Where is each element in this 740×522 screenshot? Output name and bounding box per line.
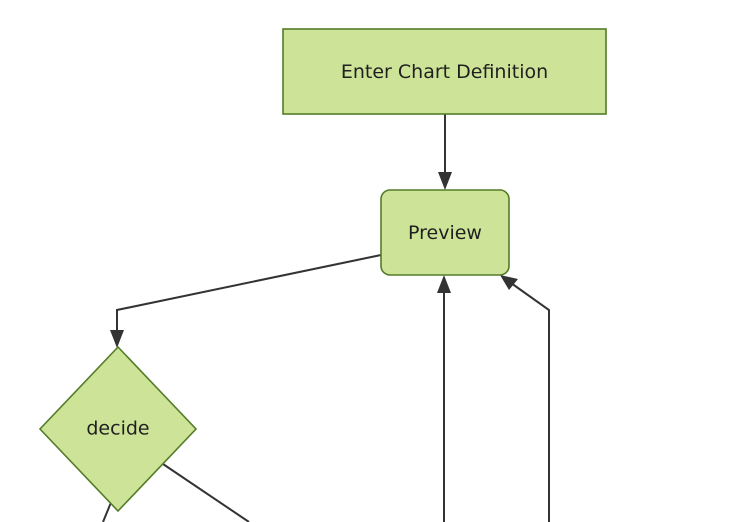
- node-shape-rect[interactable]: [282, 28, 607, 115]
- edge-line: [116, 254, 382, 334]
- arrowhead-icon: [500, 275, 518, 290]
- arrowhead-icon: [437, 275, 451, 293]
- node-enter-chart-definition[interactable]: Enter Chart Definition: [282, 28, 607, 115]
- edge-line: [159, 461, 250, 522]
- node-shape-rounded-rect[interactable]: [380, 189, 510, 276]
- node-label-enter-chart-definition: Enter Chart Definition: [341, 61, 548, 83]
- arrowhead-icon: [110, 330, 124, 348]
- edge-enter-to-preview: [438, 114, 452, 190]
- edge-decide-right: [159, 461, 250, 522]
- node-label-preview: Preview: [408, 222, 482, 244]
- edge-right-to-preview: [500, 275, 550, 522]
- edge-center-to-preview: [437, 275, 451, 522]
- edge-preview-to-decide: [110, 254, 382, 348]
- edge-line: [510, 282, 550, 522]
- arrowhead-icon: [438, 172, 452, 190]
- node-label-decide: decide: [86, 418, 149, 440]
- node-decide[interactable]: decide: [38, 345, 198, 513]
- node-shape-diamond[interactable]: [38, 345, 198, 513]
- node-preview[interactable]: Preview: [380, 189, 510, 276]
